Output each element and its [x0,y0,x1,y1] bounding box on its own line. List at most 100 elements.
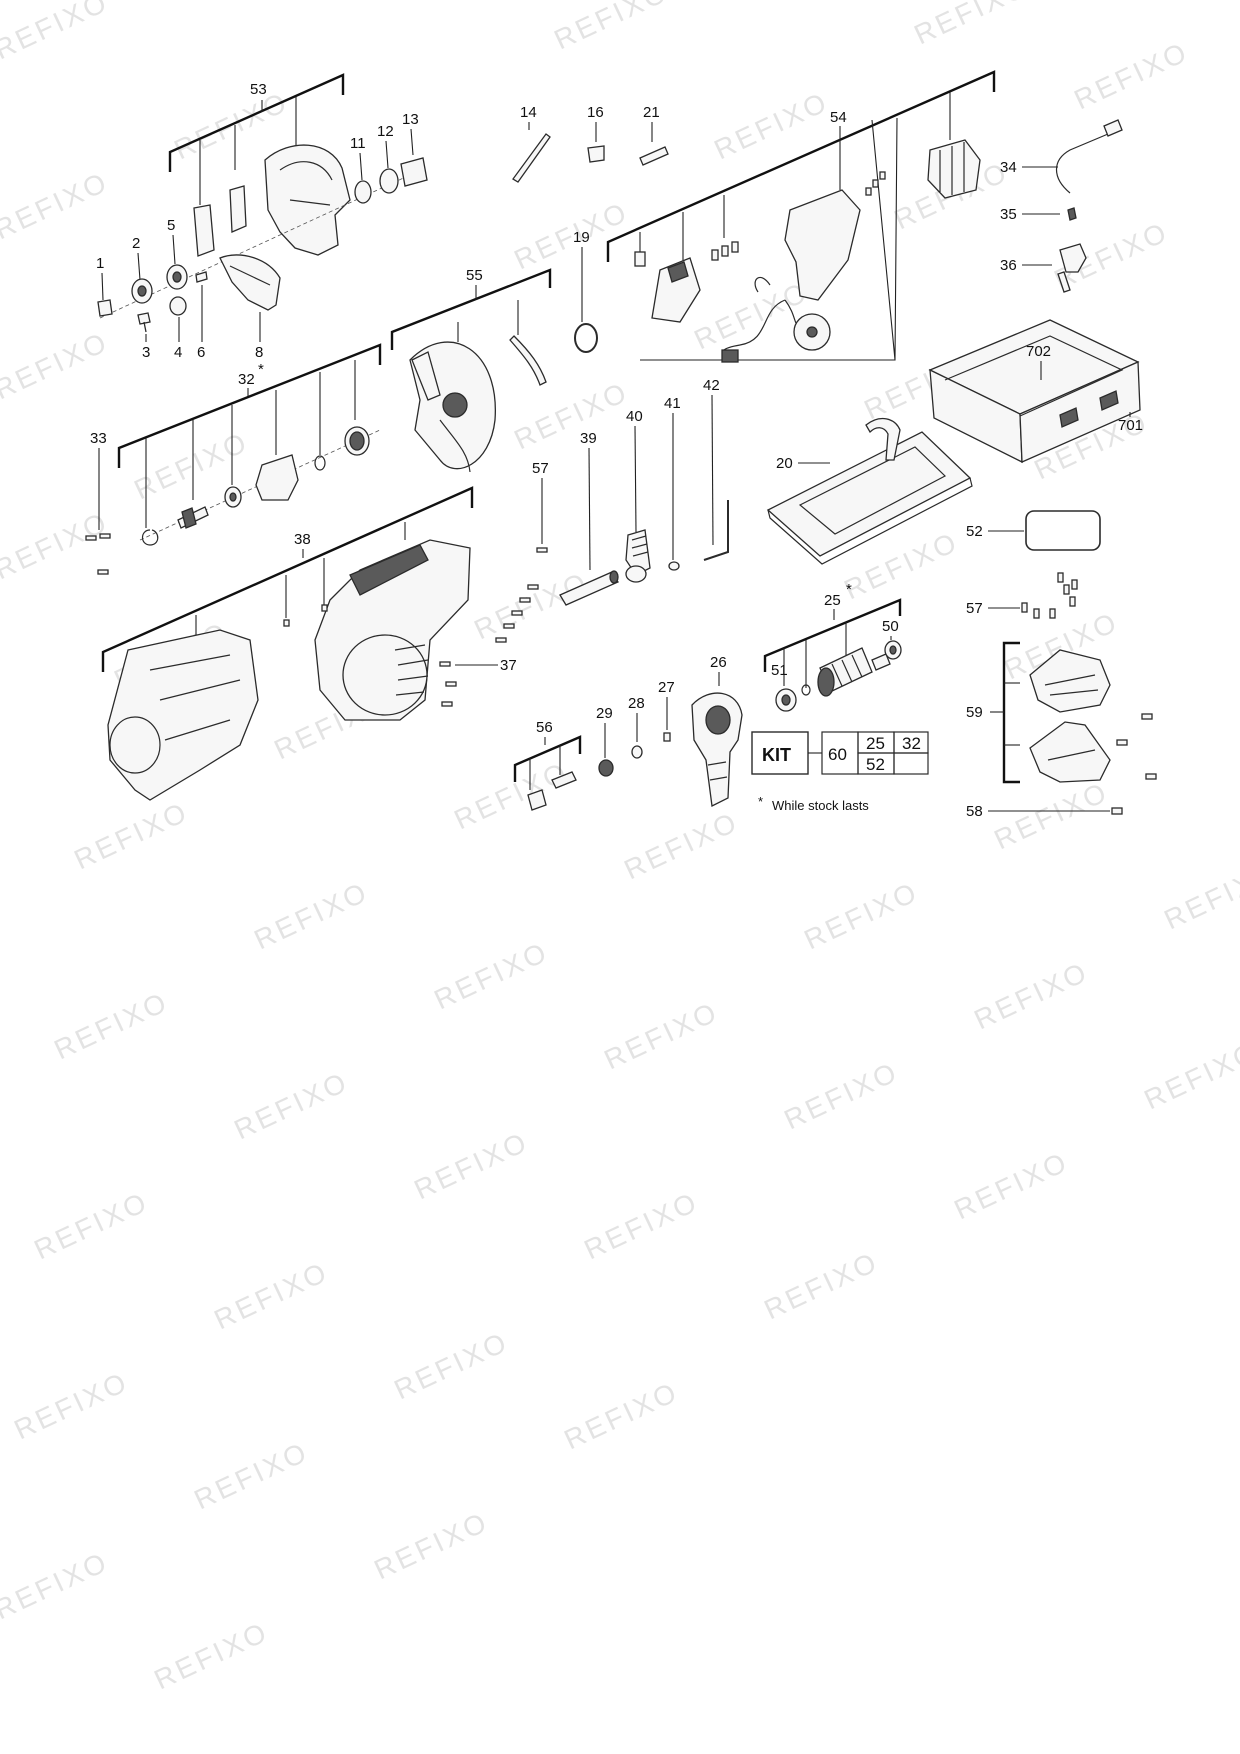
part-33-screw-a [85,535,97,541]
part-26-gear-hub [705,705,731,735]
part-5-flange-hub [172,271,182,283]
part-38-housing-left-ribs [149,654,241,741]
watermark: REFIXO [389,1326,513,1406]
part-14-rod [512,133,551,183]
bracket-53 [168,73,345,172]
part-54-connector [721,349,739,363]
group-56-small: 56 29 28 27 [513,679,675,811]
part-50-bearing-core [889,645,897,655]
part-19-o-ring [574,323,598,353]
part-59-handle-upper-detail [1044,674,1099,696]
callout-57-right: 57 [966,600,983,617]
callout-13: 13 [402,111,419,128]
part-54-spring [634,251,646,267]
watermark: REFIXO [449,756,573,836]
group-33: 33 [85,430,111,575]
callout-34: 34 [1000,159,1017,176]
bracket-25 [763,598,902,672]
part-26-ribs [707,761,728,781]
part-20-base-slot [798,446,947,535]
part-28-washer [631,745,643,759]
part-59-handle-lower-detail [1047,749,1096,761]
bracket-38 [101,486,474,672]
part-54-switch-top [667,261,689,283]
part-20-depth-guide [865,417,901,461]
watermark: REFIXO [509,376,633,456]
callout-37: 37 [500,657,517,674]
watermark: REFIXO [29,1186,153,1266]
kit-table: KIT 60 25 32 52 * While stock lasts [751,731,929,813]
part-38-screw-a [283,619,290,627]
callout-57-left: 57 [532,460,549,477]
watermark: REFIXO [1159,856,1240,936]
watermark: REFIXO [989,776,1113,856]
kit-cell-4 [893,752,929,775]
watermark: REFIXO [429,936,553,1016]
watermark: REFIXO [559,1376,683,1456]
watermark: REFIXO [509,196,633,276]
group-55-guard: 55 [390,267,552,473]
group-cord-parts: 34 35 36 [1000,119,1123,293]
watermark: REFIXO [709,86,833,166]
part-56-bolt [551,771,577,789]
watermark: REFIXO [189,1436,313,1516]
watermark: REFIXO [149,1616,273,1696]
watermark: REFIXO [969,956,1093,1036]
callout-3: 3 [142,344,150,361]
watermark: REFIXO [619,806,743,886]
callout-12: 12 [377,123,394,140]
watermark: REFIXO [779,1056,903,1136]
callout-35: 35 [1000,206,1017,223]
bracket-56 [513,735,582,782]
callout-39: 39 [580,430,597,447]
part-upper-guard [264,144,351,256]
callout-52: 52 [966,523,983,540]
asterisk-32: * [258,361,264,378]
watermark: REFIXO [0,506,113,586]
part-32-clip [141,529,159,546]
part-16-pin [587,145,605,163]
part-13-bushing [400,157,428,187]
callout-33: 33 [90,430,107,447]
watermarks: REFIXO REFIXO REFIXO REFIXO REFIXO REFIX… [0,0,1240,1695]
part-38-motor-vents [394,644,429,696]
callout-41: 41 [664,395,681,412]
part-59-handle-lower [1029,721,1111,783]
part-41-washer [668,561,680,571]
callout-4: 4 [174,344,182,361]
watermark: REFIXO [839,526,963,606]
group-37: 37 [439,584,539,707]
callout-19: 19 [573,229,590,246]
part-11-washer [354,180,372,204]
watermark: REFIXO [409,1126,533,1206]
part-40-lever-ribs [631,535,649,557]
part-21-pin [639,146,669,166]
asterisk-25: * [846,581,852,598]
part-52-label [1025,510,1101,551]
callout-701: 701 [1118,417,1143,434]
part-35-spring [1067,207,1077,221]
watermark: REFIXO [799,876,923,956]
part-55-guard-lever [411,351,441,401]
kit-item: 32 [902,734,921,753]
callout-36: 36 [1000,257,1017,274]
watermark: REFIXO [0,166,113,246]
part-54-screws [865,171,886,196]
callout-53: 53 [250,81,267,98]
part-54-motor-ribs [939,142,965,195]
part-4-nut [169,296,187,316]
part-36-knob [1059,243,1087,273]
part-upper-guard-detail [279,161,333,206]
callout-38: 38 [294,531,311,548]
bracket-32 [117,343,382,468]
bracket-54 [606,70,996,262]
watermark: REFIXO [759,1246,883,1326]
callout-51: 51 [771,662,788,679]
part-37-screws [439,584,539,707]
part-39-shaft [559,571,619,606]
part-25-ring [801,684,811,696]
group-bottom-right: 57 59 58 [966,572,1157,820]
group-19: 19 [573,229,598,353]
part-59-handle-upper [1029,649,1111,713]
part-38-housing-left-arc [109,716,161,774]
